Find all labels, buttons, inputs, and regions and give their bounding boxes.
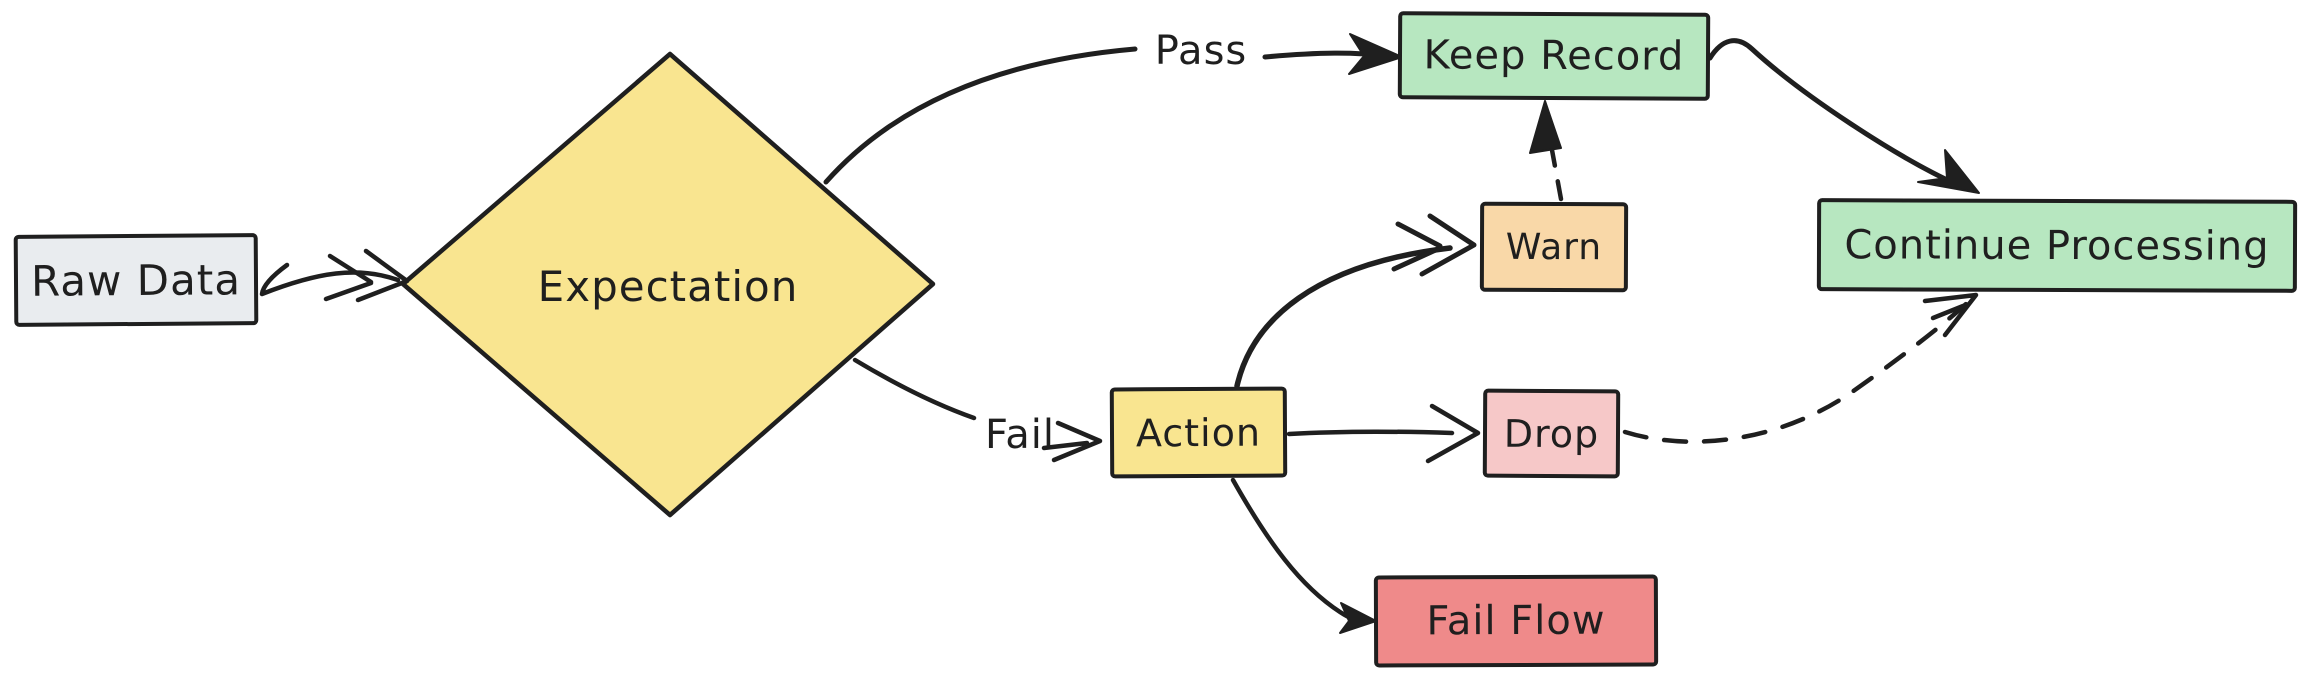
edge-action-to-warn-arrowhead xyxy=(1391,213,1477,277)
edge-action-to-warn xyxy=(1234,245,1453,389)
edge-action-to-drop xyxy=(1286,429,1455,437)
edge-drop-to-continue-arrowhead xyxy=(1922,292,1979,338)
edge-action-to-fail-flow xyxy=(1230,477,1371,624)
node-action: Action xyxy=(1109,386,1288,479)
expectation-diamond-shape xyxy=(400,51,936,518)
node-expectation-label: Expectation xyxy=(537,261,799,311)
edge-drop-to-continue xyxy=(1622,301,1969,444)
edge-pass-arrowhead xyxy=(1348,33,1403,75)
edge-keep-record-to-continue xyxy=(1707,38,1961,188)
edge-action-to-fail-flow-arrowhead xyxy=(1339,602,1377,634)
node-raw-data: Raw Data xyxy=(13,233,259,327)
node-action-label: Action xyxy=(1135,410,1262,455)
edge-label-fail: Fail xyxy=(984,412,1056,458)
node-drop: Drop xyxy=(1482,388,1621,479)
node-raw-data-label: Raw Data xyxy=(30,254,242,306)
edge-raw-data-to-expectation xyxy=(259,262,401,297)
edge-expectation-to-fail-label xyxy=(852,357,977,421)
edge-warn-to-keep-record-arrowhead xyxy=(1529,100,1562,154)
node-keep-record: Keep Record xyxy=(1397,11,1711,101)
node-continue-processing: Continue Processing xyxy=(1816,198,2298,293)
node-drop-label: Drop xyxy=(1503,411,1600,456)
node-keep-record-label: Keep Record xyxy=(1423,32,1685,80)
edge-keep-record-to-continue-arrowhead xyxy=(1917,149,1980,194)
edge-label-pass: Pass xyxy=(1154,28,1248,74)
node-fail-flow-label: Fail Flow xyxy=(1426,597,1606,645)
edge-action-to-drop-arrowhead xyxy=(1425,403,1481,464)
node-warn: Warn xyxy=(1479,201,1629,293)
edge-fail-arrowhead xyxy=(1041,420,1103,463)
node-expectation-label-wrap: Expectation xyxy=(418,260,918,312)
edge-warn-to-keep-record xyxy=(1549,147,1564,202)
node-fail-flow: Fail Flow xyxy=(1373,574,1659,668)
edge-expectation-to-pass-label xyxy=(823,46,1138,185)
node-continue-processing-label: Continue Processing xyxy=(1844,221,2270,270)
node-warn-label: Warn xyxy=(1505,226,1603,268)
edge-raw-data-to-expectation-arrowhead xyxy=(323,248,410,303)
